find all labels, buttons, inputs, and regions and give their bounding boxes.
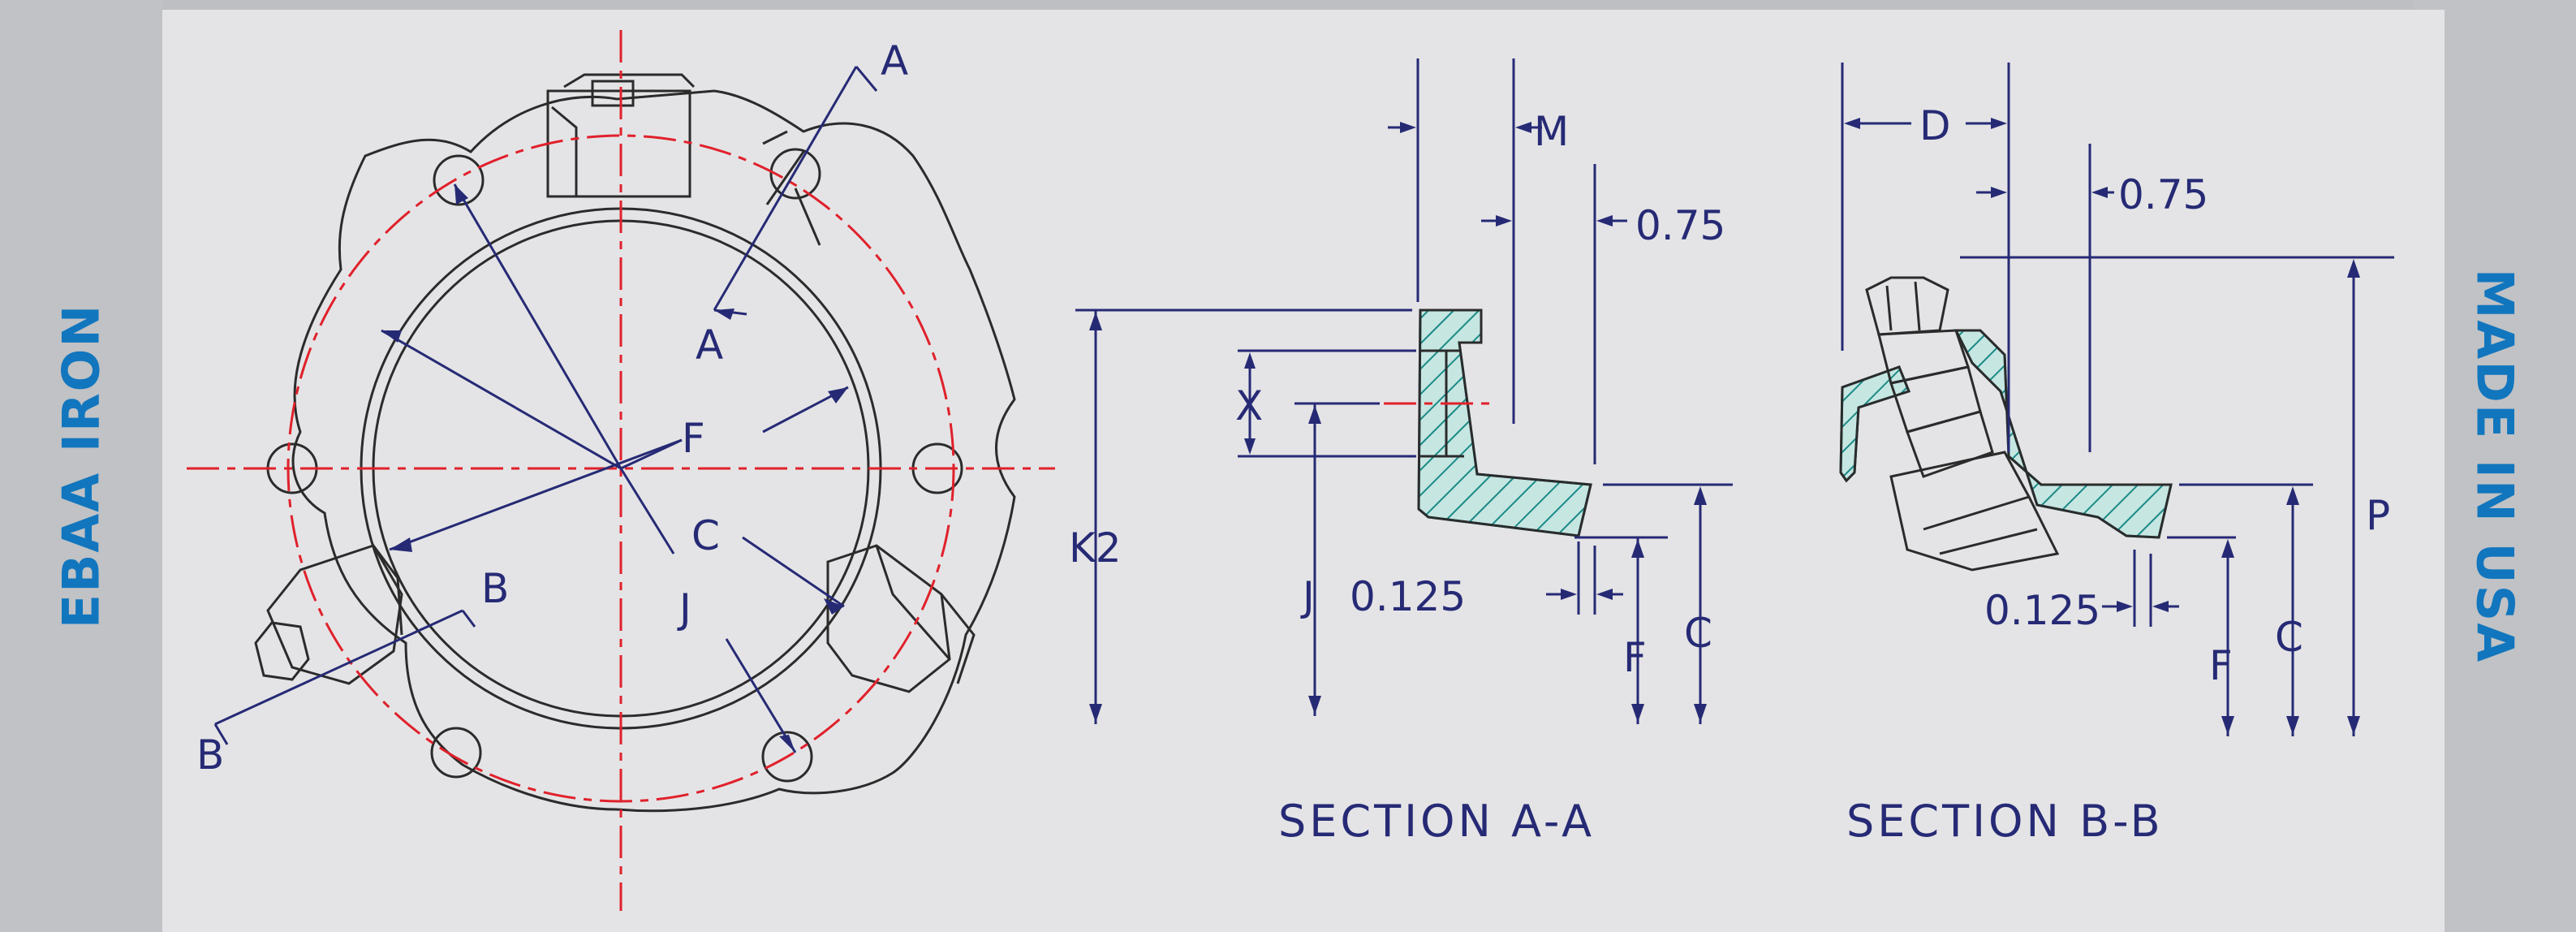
label-a-top: A xyxy=(881,37,908,84)
label-075-bb: 0.75 xyxy=(2118,171,2208,218)
technical-drawing: A A B B F C J xyxy=(187,30,2394,911)
label-j-aa: J xyxy=(1300,573,1315,620)
label-075-aa: 0.75 xyxy=(1635,202,1725,249)
section-bb-title: SECTION B-B xyxy=(1846,796,2164,847)
label-m: M xyxy=(1534,108,1569,155)
section-bb-arrowheads xyxy=(1844,118,2360,735)
label-d: D xyxy=(1919,102,1951,149)
front-arrowheads xyxy=(381,184,848,753)
section-bb: D 0.75 P 0.125 F C SECTION B-B xyxy=(1839,63,2394,847)
section-bb-dimension-lines xyxy=(1841,63,2394,736)
brand-text-ebaa-iron: EBAA IRON xyxy=(51,303,111,629)
label-p: P xyxy=(2366,492,2390,539)
drawing-sheet: A A B B F C J xyxy=(162,10,2445,932)
label-c-bb: C xyxy=(2275,614,2303,661)
section-aa: M 0.75 X K2 J 0.125 F C SECTION A-A xyxy=(1069,58,1733,847)
section-aa-hatched-profile xyxy=(1417,309,1592,537)
label-x: X xyxy=(1235,382,1263,429)
label-a-bottom: A xyxy=(696,321,723,369)
front-view: A A B B F C J xyxy=(187,30,1055,911)
section-aa-arrowheads xyxy=(1089,122,1707,723)
left-side-band: EBAA IRON xyxy=(0,0,162,932)
label-f-front: F xyxy=(682,415,705,462)
flange-outline xyxy=(254,73,1016,813)
front-dimension-lines xyxy=(213,66,878,753)
label-f-bb: F xyxy=(2209,642,2233,689)
section-aa-title: SECTION A-A xyxy=(1278,796,1595,847)
brand-text-made-in-usa: MADE IN USA xyxy=(2465,268,2525,664)
label-c-front: C xyxy=(691,512,720,559)
label-f-aa: F xyxy=(1623,634,1647,681)
label-k2: K2 xyxy=(1069,524,1122,572)
label-b-right: B xyxy=(481,565,509,612)
label-j-front: J xyxy=(677,585,691,632)
section-bb-outline xyxy=(1839,276,2173,572)
label-b-left: B xyxy=(196,731,224,779)
section-aa-dimension-lines xyxy=(1075,58,1733,724)
label-0125-aa: 0.125 xyxy=(1350,573,1466,620)
label-c-aa: C xyxy=(1684,610,1712,657)
label-0125-bb: 0.125 xyxy=(1984,587,2100,634)
